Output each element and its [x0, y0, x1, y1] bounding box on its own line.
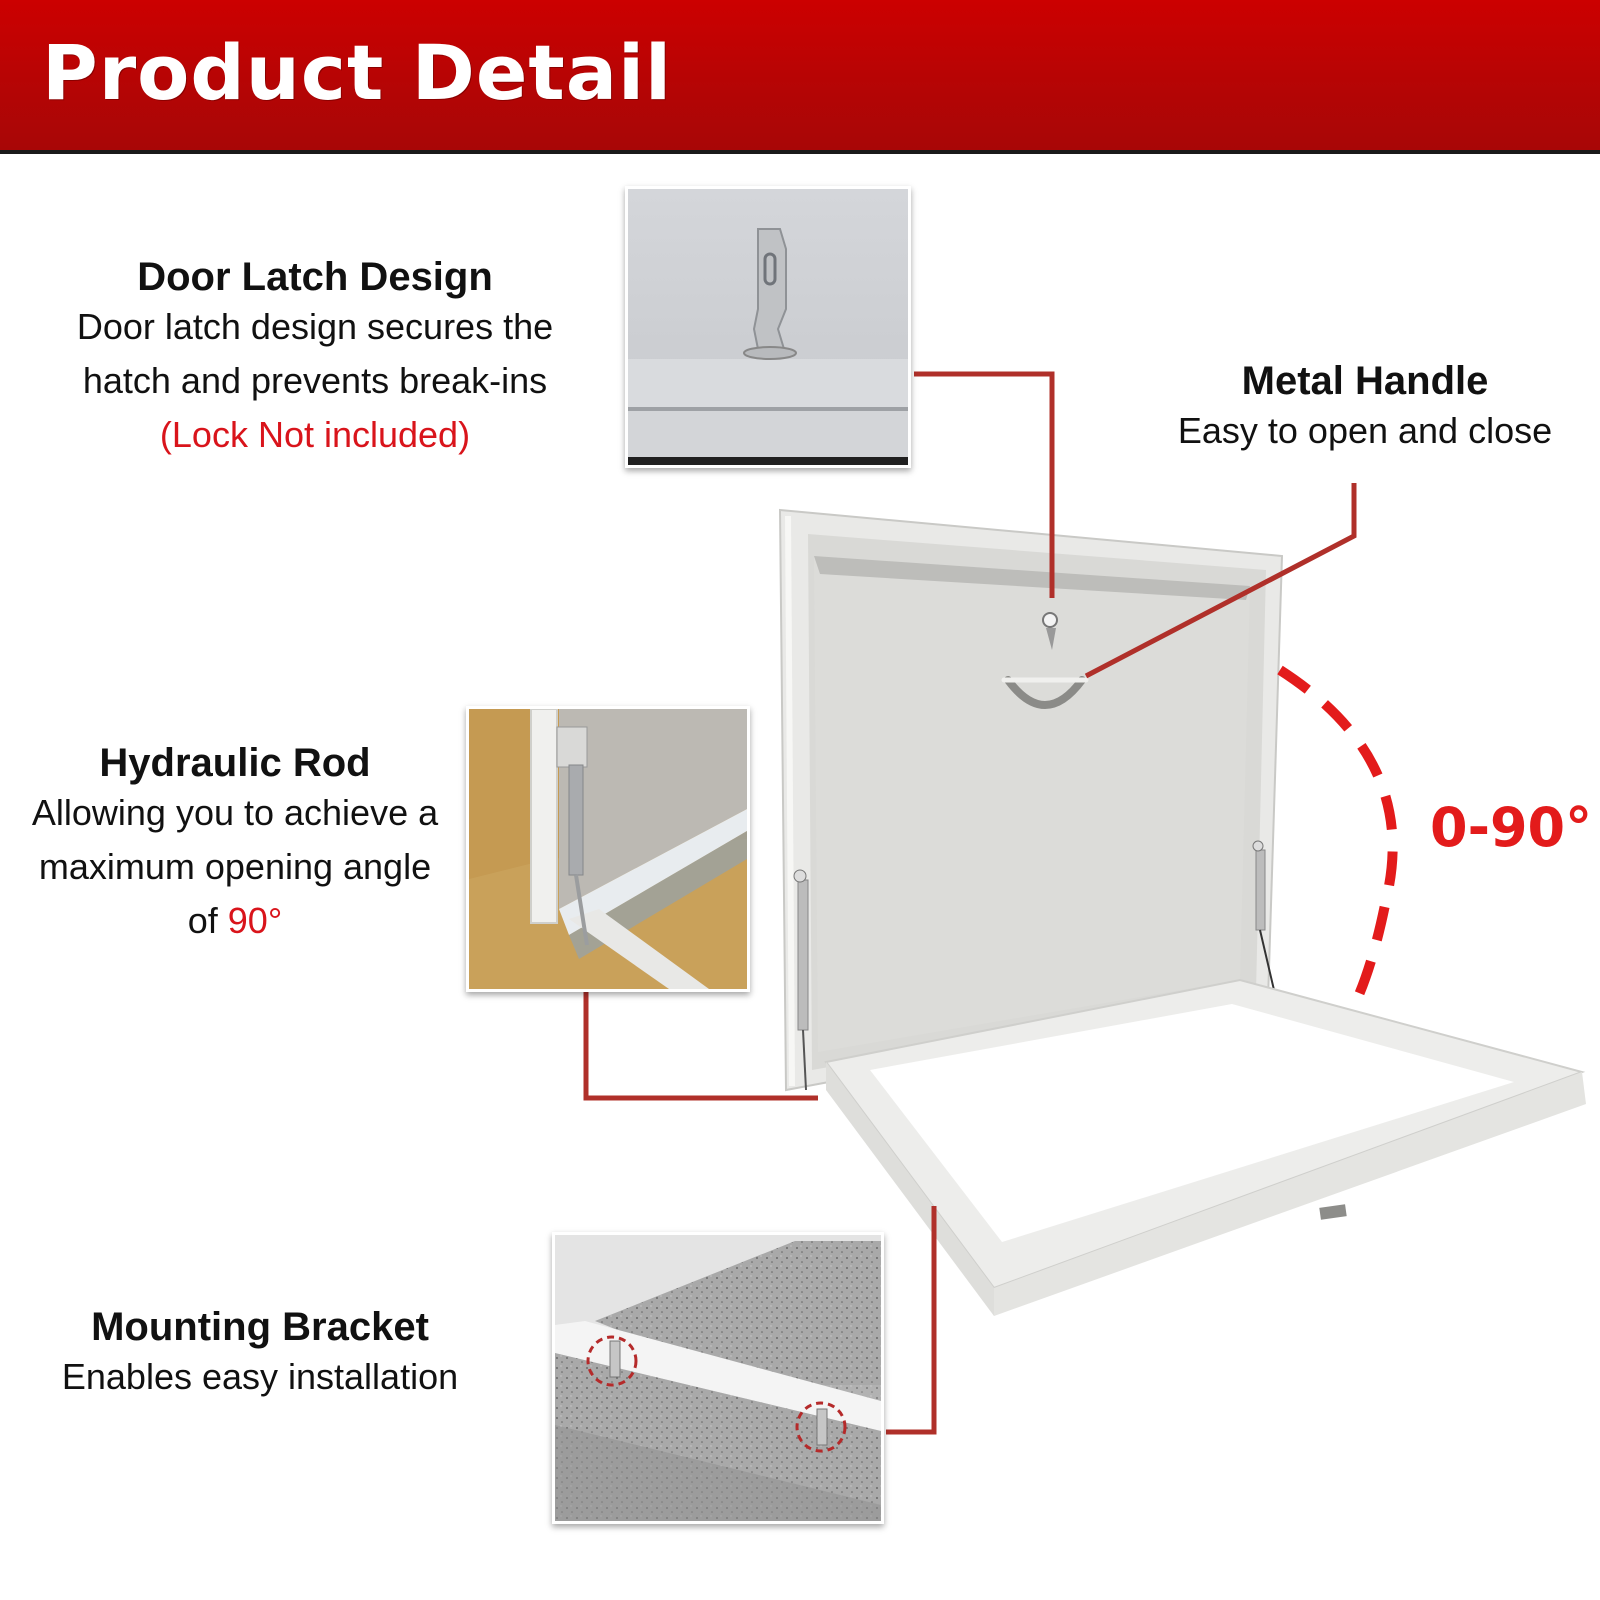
lock-not-included-note: (Lock Not included): [159, 414, 471, 455]
callout-latch: [914, 371, 1055, 598]
feature-metal-handle: Metal Handle Easy to open and close: [1130, 358, 1600, 458]
angle-prefix: of: [187, 900, 228, 941]
feature-description-line: Door latch design secures the: [76, 306, 554, 347]
feature-description-line: Easy to open and close: [1177, 410, 1553, 451]
page-title: Product Detail: [42, 28, 673, 117]
bracket-highlight-1: [586, 1335, 638, 1387]
feature-description-line: Allowing you to achieve a: [31, 792, 439, 833]
feature-description-line: maximum opening angle: [38, 846, 432, 887]
feature-title: Hydraulic Rod: [99, 741, 371, 785]
header-banner: Product Detail: [0, 0, 1600, 154]
latch-on-lid-icon: [1042, 612, 1058, 650]
callout-handle: [1084, 483, 1357, 679]
feature-description-line: hatch and prevents break-ins: [82, 360, 548, 401]
door-latch-photo: [628, 189, 908, 465]
bracket-highlight-2: [795, 1401, 847, 1453]
hatch-lid: [778, 508, 1284, 1092]
feature-door-latch: Door Latch Design Door latch design secu…: [20, 254, 610, 462]
callout-bracket: [886, 1206, 937, 1435]
angle-arc: [1277, 665, 1398, 1013]
hatch-frame: [824, 978, 1586, 1316]
feature-description-line: Enables easy installation: [61, 1356, 459, 1397]
inset-hydraulic-rod: [466, 706, 750, 992]
inset-mounting-bracket: [552, 1232, 884, 1524]
gas-strut-left: [793, 869, 809, 1091]
feature-hydraulic-rod: Hydraulic Rod Allowing you to achieve a …: [0, 740, 470, 948]
feature-title: Metal Handle: [1241, 359, 1489, 403]
feature-title: Mounting Bracket: [91, 1305, 429, 1349]
callout-rod: [583, 990, 818, 1101]
mounting-bracket-photo: [555, 1235, 881, 1521]
feature-description-line: of 90°: [0, 894, 470, 948]
handle-on-lid-icon: [1001, 676, 1089, 709]
angle-highlight: 90°: [227, 900, 283, 941]
gas-strut-right: [1252, 840, 1275, 991]
callout-lines: [583, 371, 1357, 1435]
hydraulic-rod-photo: [469, 709, 747, 989]
feature-mounting-bracket: Mounting Bracket Enables easy installati…: [20, 1304, 500, 1404]
opening-angle-label: 0-90°: [1430, 796, 1593, 859]
feature-title: Door Latch Design: [137, 255, 493, 299]
inset-door-latch: [625, 186, 911, 468]
